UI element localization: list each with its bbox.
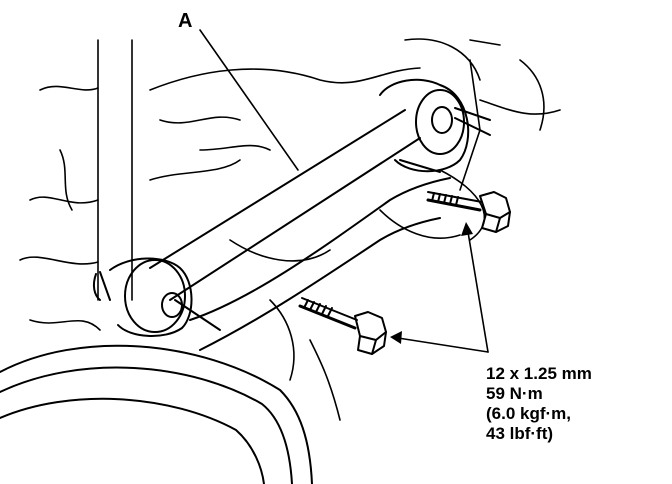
spec-line-size: 12 x 1.25 mm (486, 364, 592, 383)
wheel-hub (0, 344, 313, 484)
spec-line-kgf: (6.0 kgf·m, (486, 404, 572, 423)
spec-line-newton: 59 N·m (486, 384, 543, 403)
part-label-a: A (178, 10, 193, 32)
leader-arrowheads (390, 222, 473, 344)
lower-bushing (92, 257, 221, 337)
torque-spec: 12 x 1.25 mm 59 N·m (6.0 kgf·m, 43 lbf·f… (486, 364, 592, 444)
spec-leaders (397, 231, 489, 353)
spec-line-lbf: 43 lbf·ft) (486, 424, 554, 443)
lower-bolt (298, 297, 387, 355)
background-structure (19, 38, 561, 421)
trailing-arm (189, 177, 451, 351)
upper-bolt (426, 191, 511, 233)
rod-a (149, 109, 421, 301)
leader-a (199, 29, 299, 171)
upper-bushing (379, 78, 491, 173)
